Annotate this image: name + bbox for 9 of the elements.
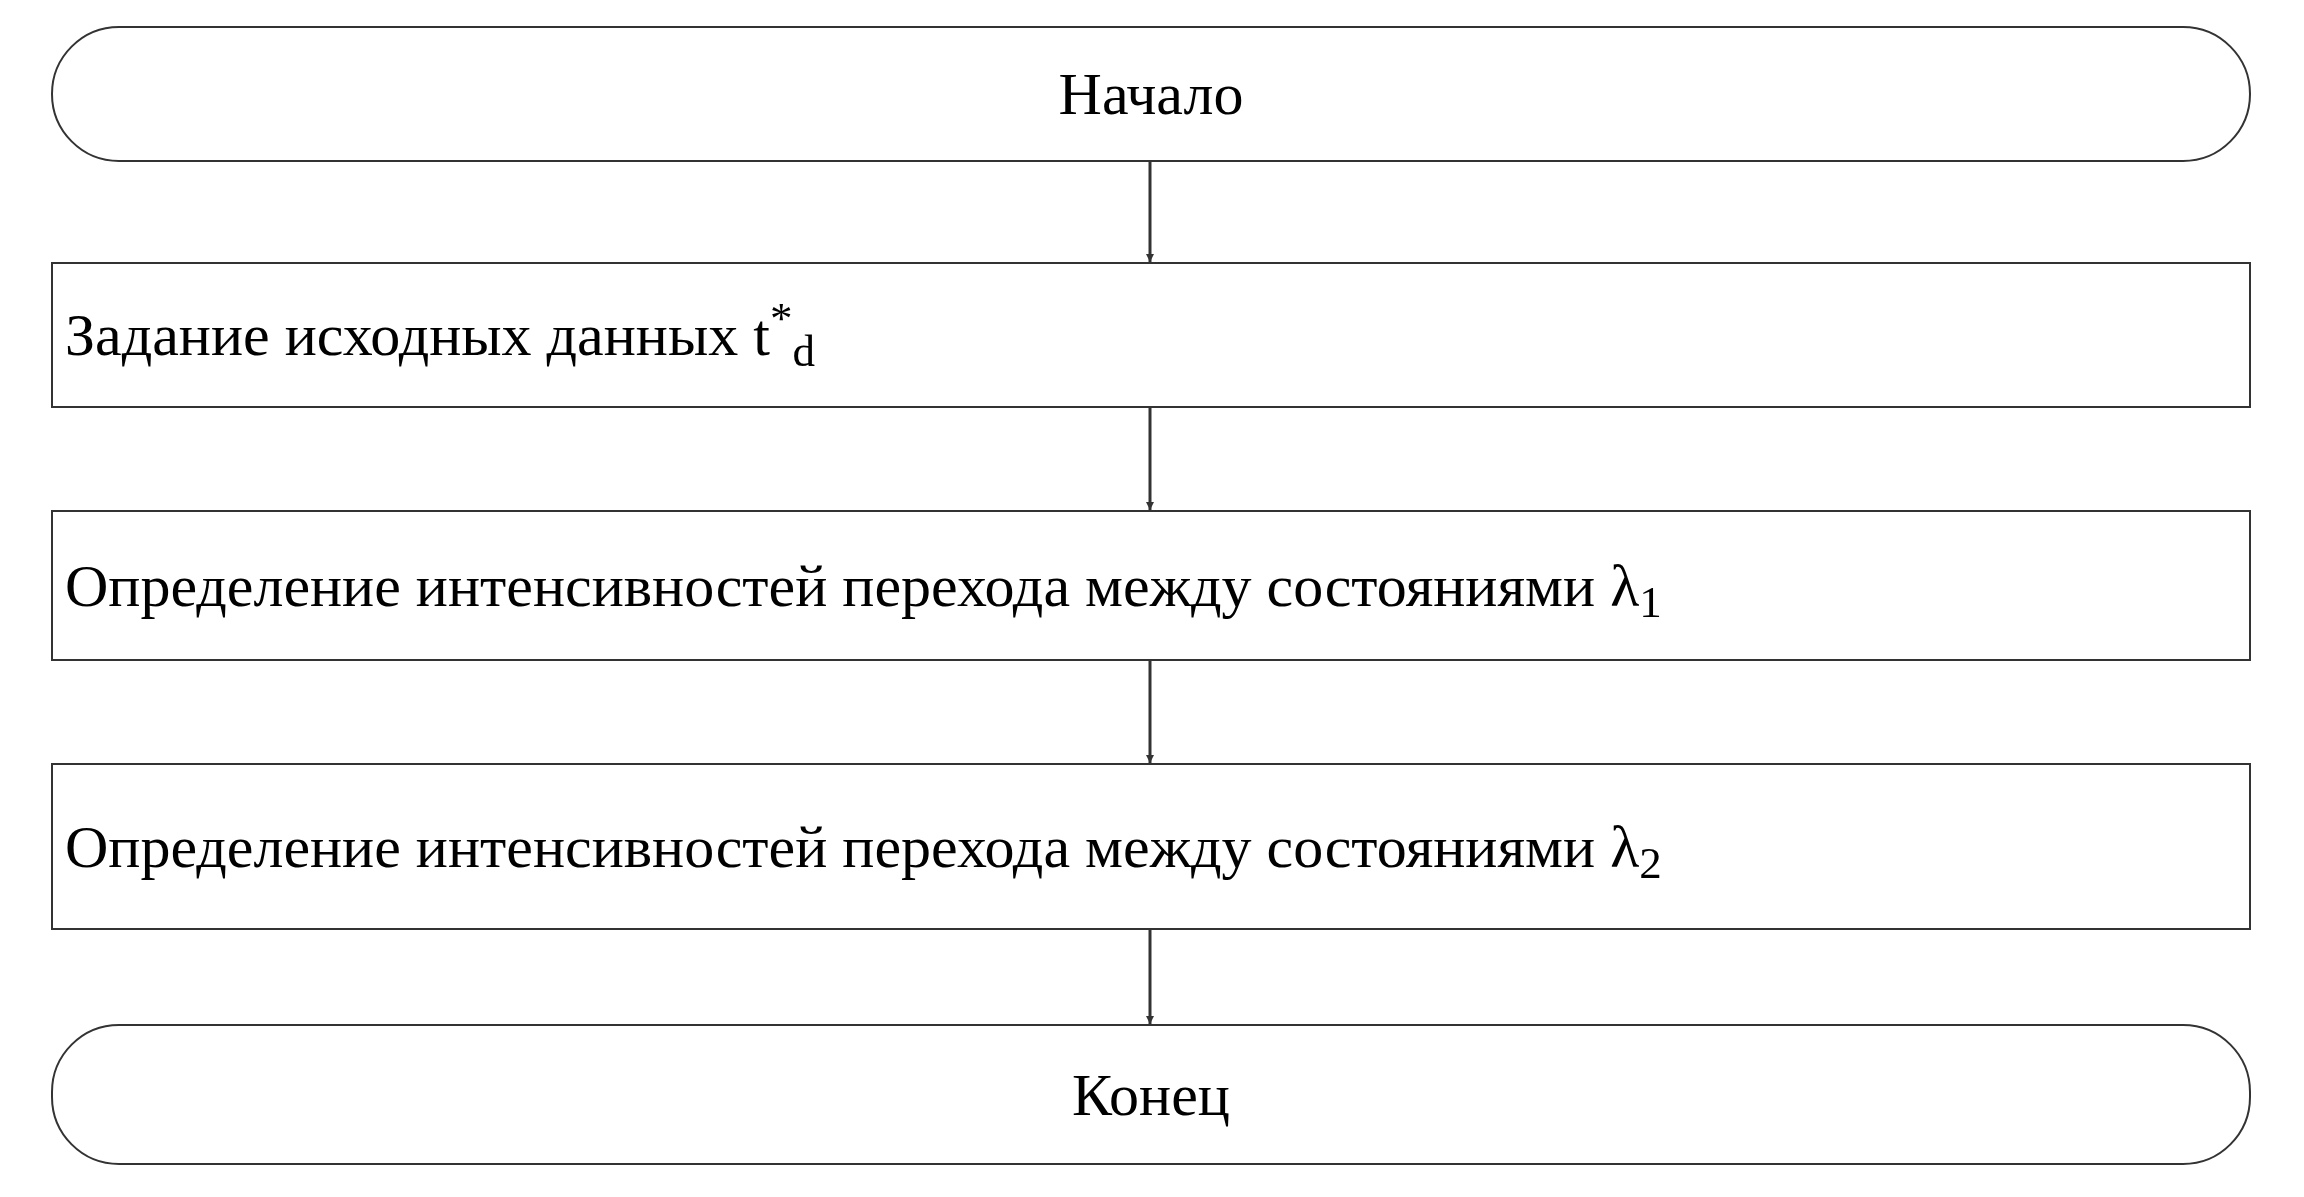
step-text: Начало	[1058, 64, 1244, 124]
arrow	[1146, 408, 1154, 510]
process-box	[51, 510, 2251, 661]
arrow	[1146, 930, 1154, 1024]
process-box	[51, 262, 2251, 408]
arrow	[1146, 162, 1154, 262]
process-box	[51, 763, 2251, 930]
arrow	[1146, 661, 1154, 763]
step-text: Конец	[1072, 1064, 1230, 1125]
